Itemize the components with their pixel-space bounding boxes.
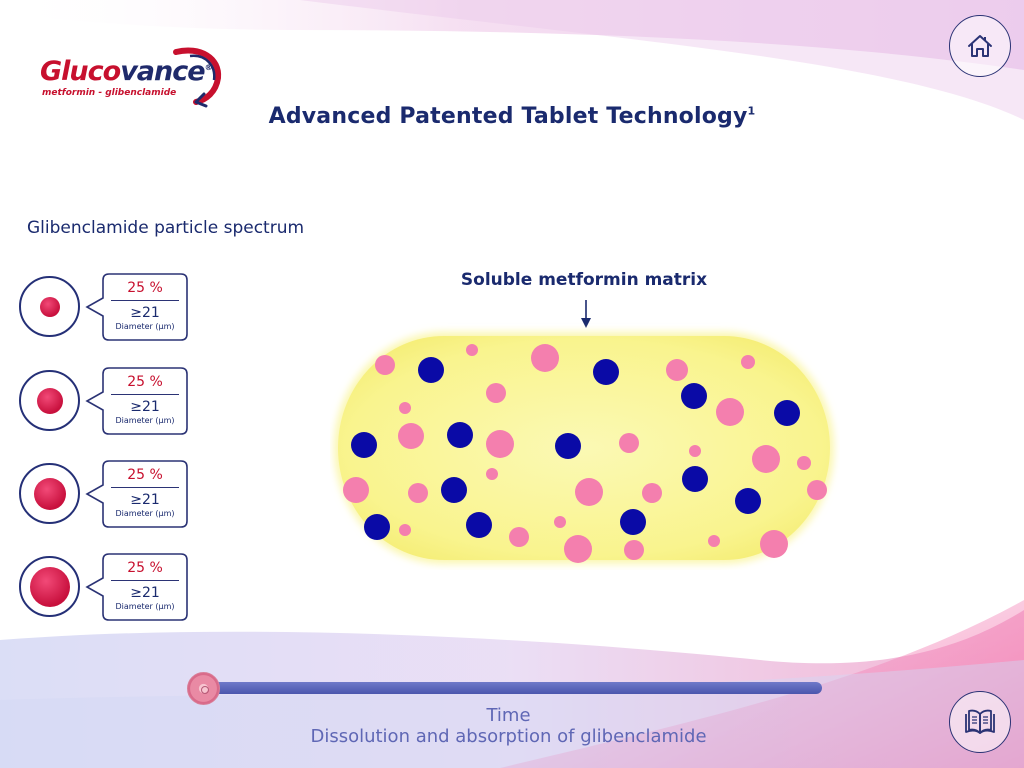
logo-subtitle: metformin - glibenclamide xyxy=(42,88,177,98)
particle-diameter-value: ≥21 xyxy=(130,399,160,415)
particle-row: 25 % ≥21 Diameter (µm) xyxy=(19,272,199,342)
references-button[interactable] xyxy=(949,691,1011,753)
particle-percent: 25 % xyxy=(127,467,163,483)
particle-dot xyxy=(29,566,70,607)
home-icon xyxy=(968,35,992,57)
particle-row: 25 % ≥21 Diameter (µm) xyxy=(19,552,199,622)
time-label: Time xyxy=(486,705,531,726)
particle-size-circle xyxy=(19,276,80,337)
logo-swoosh-icon xyxy=(173,47,222,108)
particle-diameter-value: ≥21 xyxy=(130,492,160,508)
particle-size-circle xyxy=(19,370,80,431)
dissolution-caption: Dissolution and absorption of glibenclam… xyxy=(310,726,707,747)
particle-size-circle xyxy=(19,463,80,524)
logo-wordmark: Glucovance® xyxy=(40,56,213,87)
particle-diameter-unit: Diameter (µm) xyxy=(115,602,175,611)
particle-diameter-value: ≥21 xyxy=(130,585,160,601)
particle-size-circle xyxy=(19,556,80,617)
matrix-label: Soluble metformin matrix xyxy=(460,270,708,290)
particle-percent: 25 % xyxy=(127,280,163,296)
particle-row: 25 % ≥21 Diameter (µm) xyxy=(19,366,199,436)
time-slider-track[interactable] xyxy=(200,682,822,694)
particle-dot xyxy=(39,296,60,317)
particle-diameter-unit: Diameter (µm) xyxy=(115,509,175,518)
particle-dot xyxy=(36,387,63,414)
particle-dot xyxy=(33,477,66,510)
particle-info-bubble: 25 % ≥21 Diameter (µm) xyxy=(85,552,189,622)
particle-info-bubble: 25 % ≥21 Diameter (µm) xyxy=(85,272,189,342)
particle-diameter-unit: Diameter (µm) xyxy=(115,416,175,425)
glucovance-logo: Glucovance® metformin - glibenclamide xyxy=(38,46,238,110)
particle-diameter-value: ≥21 xyxy=(130,305,160,321)
particle-info-bubble: 25 % ≥21 Diameter (µm) xyxy=(85,366,189,436)
tablet-matrix-illustration xyxy=(334,300,834,564)
book-icon xyxy=(965,709,995,734)
page-title: Advanced Patented Tablet Technology1 xyxy=(268,104,756,129)
particle-info-bubble: 25 % ≥21 Diameter (µm) xyxy=(85,459,189,529)
particle-row: 25 % ≥21 Diameter (µm) xyxy=(19,459,199,529)
home-button[interactable] xyxy=(949,15,1011,77)
particle-percent: 25 % xyxy=(127,560,163,576)
time-slider-handle[interactable] xyxy=(187,672,220,705)
particle-diameter-unit: Diameter (µm) xyxy=(115,322,175,331)
particle-spectrum-label: Glibenclamide particle spectrum xyxy=(27,218,305,238)
particle-percent: 25 % xyxy=(127,374,163,390)
